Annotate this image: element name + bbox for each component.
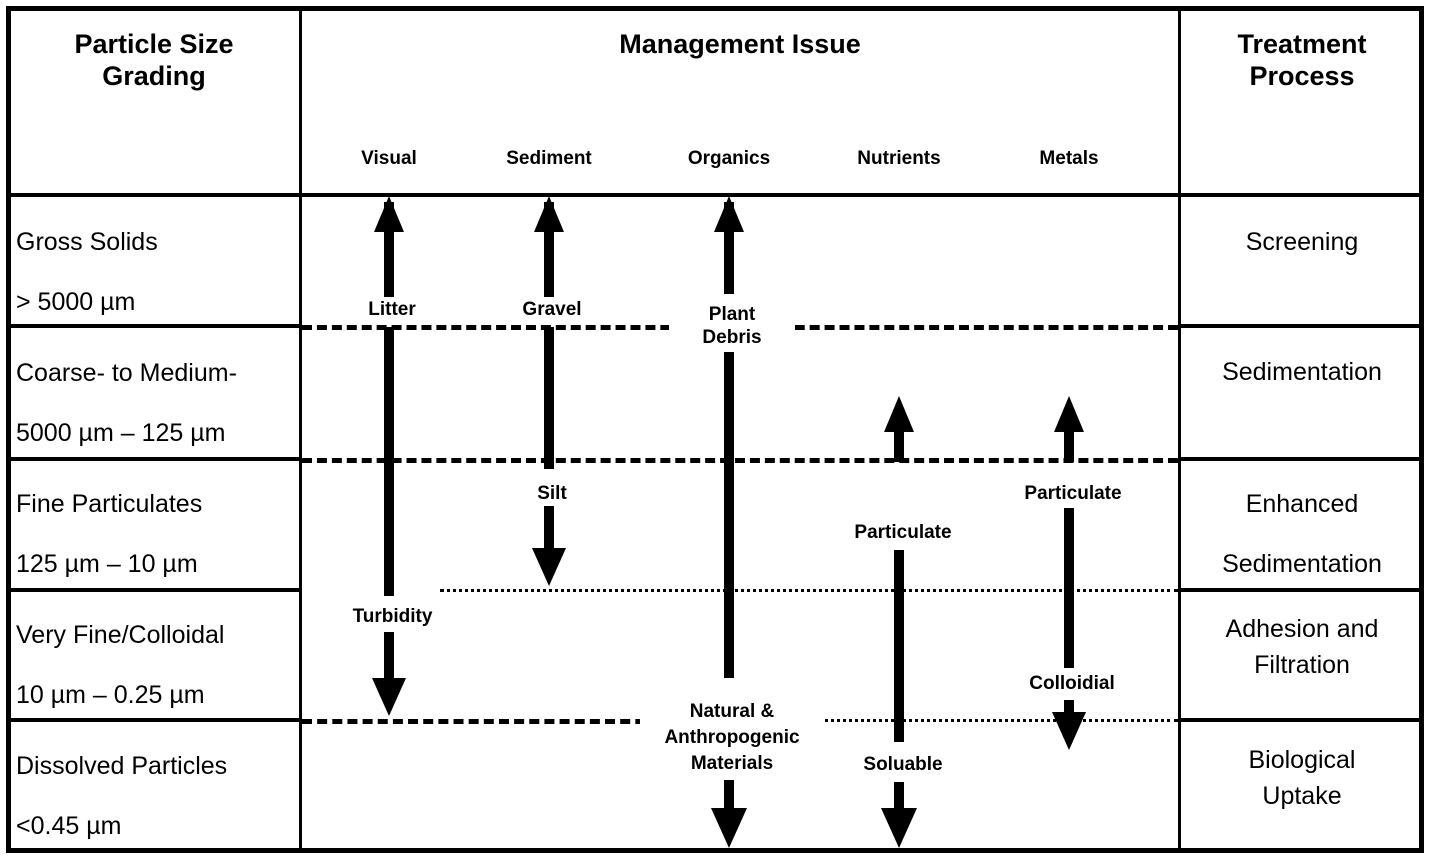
- arrow-label-nutrients-soluable: Soluable: [831, 753, 975, 776]
- column-header-metals: Metals: [1039, 148, 1099, 169]
- arrow-label-metals-particulate: Particulate: [994, 482, 1152, 505]
- arrow-label-organics-line1: Natural &: [689, 701, 775, 722]
- table-outer-border: [6, 6, 1424, 853]
- arrow-label-plant-debris-line1: Plant: [708, 304, 756, 325]
- arrow-label-organics-materials: Natural & Anthropogenic Materials: [640, 699, 824, 777]
- treatment-row-4-line2: Filtration: [1254, 651, 1350, 679]
- treatment-row-2: Sedimentation: [1222, 358, 1382, 386]
- column-header-nutrients: Nutrients: [857, 148, 941, 169]
- header-particle-size-grading: Particle Size Grading: [14, 28, 294, 92]
- row-divider-4-left: [9, 718, 300, 722]
- row-divider-2-left: [9, 457, 300, 461]
- grading-row-5-line2: <0.45 µm: [16, 812, 122, 840]
- band-divider-4b: [812, 719, 1178, 722]
- arrow-label-nutrients-particulate: Particulate: [824, 521, 982, 544]
- treatment-row-5-line1: Biological: [1248, 746, 1356, 774]
- arrow-label-gravel: Gravel: [489, 298, 615, 321]
- column-divider-left: [299, 9, 302, 850]
- treatment-row-5-line2: Uptake: [1262, 782, 1342, 810]
- column-header-organics: Organics: [687, 148, 771, 169]
- arrow-label-plant-debris-line2: Debris: [702, 327, 762, 348]
- row-divider-2-right: [1180, 457, 1421, 461]
- row-divider-3-left: [9, 588, 300, 592]
- arrow-label-metals-colloidial: Colloidial: [996, 672, 1148, 695]
- row-divider-header: [9, 193, 1421, 197]
- grading-row-3-line1: Fine Particulates: [16, 490, 203, 518]
- arrow-label-plant-debris: Plant Debris: [669, 303, 795, 349]
- grading-row-4-line1: Very Fine/Colloidal: [16, 621, 225, 649]
- grading-row-1-line2: > 5000 µm: [16, 288, 136, 316]
- treatment-row-3-line2: Sedimentation: [1222, 550, 1382, 578]
- grading-row-5-line1: Dissolved Particles: [16, 752, 228, 780]
- header-left-line2: Grading: [102, 61, 206, 91]
- grading-row-4-line2: 10 µm – 0.25 µm: [16, 681, 205, 709]
- treatment-row-3-line1: Enhanced: [1245, 490, 1359, 518]
- arrow-label-turbidity: Turbidity: [322, 605, 463, 628]
- row-divider-3-right: [1180, 588, 1421, 592]
- arrow-label-organics-line3: Materials: [690, 753, 774, 774]
- row-divider-4-right: [1180, 718, 1421, 722]
- header-right-line1: Treatment: [1237, 29, 1367, 59]
- arrow-label-litter: Litter: [329, 298, 455, 321]
- column-divider-right: [1178, 9, 1181, 850]
- band-divider-4a: [302, 719, 812, 724]
- arrow-label-organics-line2: Anthropogenic: [664, 727, 800, 748]
- header-left-line1: Particle Size: [74, 29, 234, 59]
- header-right-line2: Process: [1249, 61, 1355, 91]
- column-header-visual: Visual: [361, 148, 417, 169]
- row-divider-1-right: [1180, 324, 1421, 328]
- grading-row-3-line2: 125 µm – 10 µm: [16, 550, 198, 578]
- treatment-row-1: Screening: [1245, 228, 1359, 256]
- column-header-sediment: Sediment: [506, 148, 592, 169]
- treatment-row-4-line1: Adhesion and: [1225, 615, 1379, 643]
- grading-row-2-line1: Coarse- to Medium-: [16, 359, 237, 387]
- band-divider-2: [302, 458, 1178, 463]
- grading-row-2-line2: 5000 µm – 125 µm: [16, 419, 226, 447]
- grading-row-1-line1: Gross Solids: [16, 228, 158, 256]
- arrow-label-silt: Silt: [489, 482, 615, 505]
- header-treatment-process: Treatment Process: [1184, 28, 1420, 92]
- header-management-issue: Management Issue: [619, 29, 861, 59]
- row-divider-1-left: [9, 324, 300, 328]
- band-divider-3: [440, 589, 1178, 592]
